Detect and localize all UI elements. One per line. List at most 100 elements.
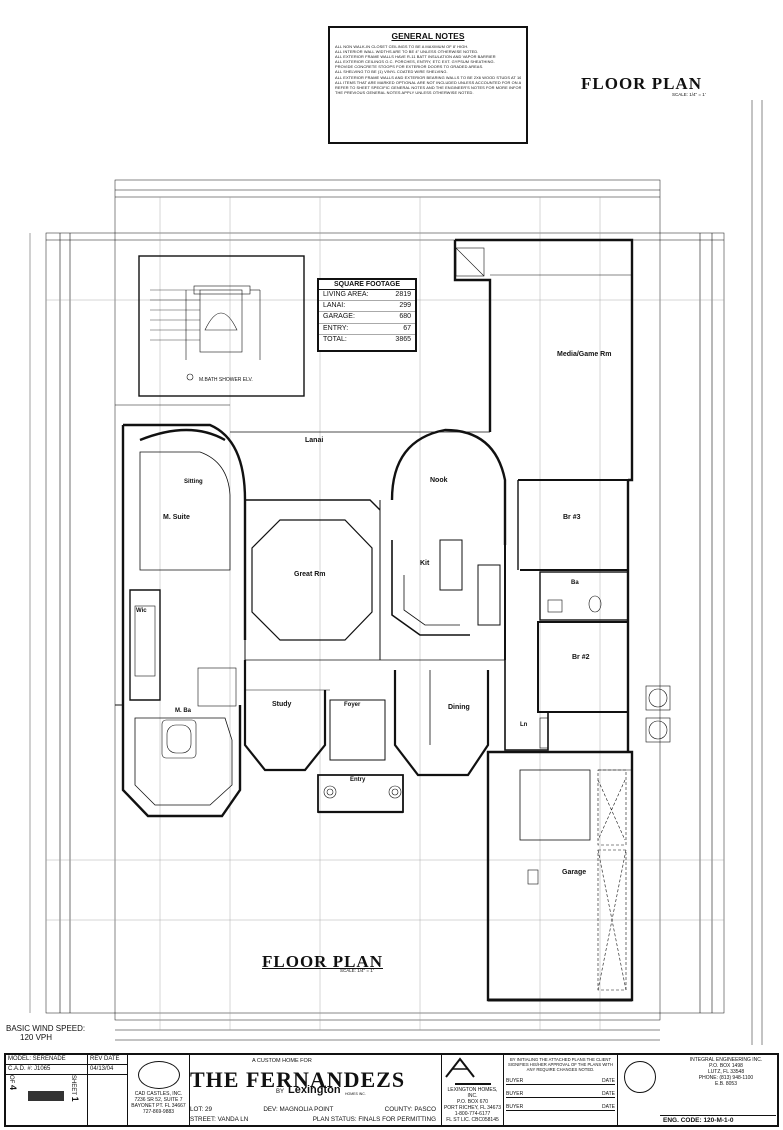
of-number: 4 — [8, 1085, 18, 1091]
builder-logo-sub: HOMES INC. — [345, 1092, 366, 1096]
general-note-line: ALL NON WALK-IN CLOSET CEILINGS TO BE A … — [335, 44, 469, 49]
project-info-row1: LOT: 29 DEV: MAGNOLIA POINT COUNTY: PASC… — [190, 1106, 436, 1113]
date-label: DATE — [602, 1078, 615, 1084]
sqft-label: TOTAL: — [323, 335, 347, 343]
engineer-code: ENG. CODE: 120-M-1-0 — [660, 1115, 776, 1125]
floor-plan-scale-bottom: SCALE: 1/4" = 1' — [340, 968, 374, 973]
room-entry-label: Entry — [350, 777, 366, 783]
room-wic-label: Wic — [136, 608, 147, 614]
title-block: MODEL: SERENADE C.A.D. #: J1065 OF 4 SHE… — [4, 1053, 779, 1127]
sqft-label: LANAI: — [323, 302, 346, 310]
sqft-value: 680 — [399, 313, 411, 321]
sheet-label: SHEET — [70, 1075, 76, 1095]
sqft-label: LIVING AREA: — [323, 291, 369, 298]
designer-phone: 727-869-9883 — [142, 1109, 175, 1115]
model-cell: MODEL: SERENADE C.A.D. #: J1065 OF 4 SHE… — [6, 1055, 88, 1125]
buyer-label: BUYER — [506, 1104, 524, 1110]
room-m-suite-label: M. Suite — [163, 514, 190, 521]
rev-date: 04/13/04 — [88, 1065, 127, 1075]
sqft-row: GARAGE: 680 — [319, 312, 415, 324]
square-footage-table: SQUARE FOOTAGE LIVING AREA: 2819 LANAI: … — [317, 278, 417, 352]
floor-plan-title-bottom: FLOOR PLAN — [262, 952, 383, 971]
engineer-city: LUTZ, FL 33548 — [707, 1069, 745, 1075]
general-note-line: ALL SHELVING TO BE (1) VINYL COATED WIRE… — [335, 69, 448, 75]
engineer-po-box: P.O. BOX 1498 — [709, 1063, 743, 1069]
room-lanai-label: Lanai — [305, 437, 323, 444]
wind-speed-note: BASIC WIND SPEED: 120 VPH — [6, 1024, 85, 1042]
builder-phone: 1-800-774-6177 — [454, 1111, 491, 1117]
builder-po-box: P.O. BOX 670 — [456, 1099, 489, 1105]
room-ln-label: Ln — [520, 722, 528, 728]
project-title: THE FERNANDEZS — [190, 1067, 406, 1092]
sqft-row: LANAI: 299 — [319, 301, 415, 313]
engineer-phone: PHONE: (813) 948-1100 — [698, 1075, 754, 1081]
floor-plan-drawing: Media/Game Rm Lanai Nook Sitting M. Suit… — [29, 100, 763, 1045]
sheet-graphic-icon — [28, 1091, 64, 1101]
room-great-rm-label: Great Rm — [294, 571, 326, 578]
plan-status-label: PLAN STATUS: FINALS FOR PERMITTING — [312, 1116, 436, 1123]
sqft-row: TOTAL: 3865 — [319, 335, 415, 345]
engineer-name: INTEGRAL ENGINEERING INC. — [689, 1057, 763, 1063]
room-br3-label: Br #3 — [563, 514, 581, 521]
builder-logo-text: Lexington — [288, 1084, 341, 1096]
room-nook-label: Nook — [430, 477, 448, 484]
sqft-row: LIVING AREA: 2819 — [319, 290, 415, 302]
general-note-line: ALL INTERIOR WALL WIDTHS ARE TO BE 4" UN… — [335, 49, 479, 55]
room-sitting-label: Sitting — [184, 479, 203, 485]
cad-castles-logo-icon — [137, 1061, 180, 1089]
engineer-fl: E.B. 8053 — [715, 1081, 737, 1087]
general-note-line: THE PREVIOUS GENERAL NOTES APPLY UNLESS … — [335, 89, 474, 95]
of-label: OF — [8, 1075, 14, 1084]
sqft-value: 2819 — [395, 291, 411, 298]
wind-speed-line1: BASIC WIND SPEED: — [6, 1024, 86, 1033]
general-note-line: ALL EXTERIOR CEILINGS O.C. PORCHES, ENTR… — [335, 59, 495, 65]
rev-cell: REV DATE 04/13/04 — [88, 1055, 128, 1125]
date-label: DATE — [602, 1104, 615, 1110]
general-notes-title: GENERAL NOTES — [391, 31, 465, 41]
approval-text: BY INITIALING THE ATTACHED PLANS THE CLI… — [507, 1057, 614, 1072]
cad-label: C.A.D. #: J1065 — [6, 1065, 87, 1075]
custom-home-label: A CUSTOM HOME FOR — [252, 1058, 312, 1064]
room-m-ba-label: M. Ba — [175, 708, 192, 714]
model-label: MODEL: SERENADE — [6, 1055, 87, 1065]
of-block: OF 4 — [8, 1075, 22, 1125]
room-dining-label: Dining — [448, 704, 470, 711]
project-cell — [190, 1055, 442, 1125]
lot-label: LOT: 29 — [190, 1106, 213, 1113]
sqft-value: 67 — [403, 324, 411, 332]
general-note-line: ALL EXTERIOR FRAME WALLS HAVE R-11 BATT … — [335, 54, 496, 60]
sqft-label: ENTRY: — [323, 324, 349, 332]
square-footage-title: SQUARE FOOTAGE — [319, 280, 415, 290]
dev-label: DEV: MAGNOLIA POINT — [263, 1106, 334, 1113]
sqft-value: 299 — [399, 302, 411, 310]
builder-address-name: LEXINGTON HOMES, INC. — [447, 1087, 498, 1099]
sheet-number: 1 — [70, 1096, 80, 1102]
approval-cell: BY INITIALING THE ATTACHED PLANS THE CLI… — [504, 1055, 618, 1125]
sqft-row: ENTRY: 67 — [319, 324, 415, 335]
designer-address2: BAYONET PT. FL 34667 — [131, 1103, 186, 1109]
floor-plan-title-top: FLOOR PLAN — [581, 74, 702, 93]
buyer-label: BUYER — [506, 1091, 524, 1097]
general-note-line: ALL EXTERIOR FRAME WALLS AND EXTERIOR BE… — [335, 74, 521, 80]
general-note-line: REFER TO SHEET SPECIFIC GENERAL NOTES AN… — [335, 84, 521, 90]
street-label: STREET: VANDA LN — [190, 1116, 249, 1123]
builder-license: FL ST LIC. CBC058145 — [446, 1117, 499, 1123]
sqft-value: 3865 — [395, 335, 411, 343]
general-notes-box: GENERAL NOTES ALL NON WALK-IN CLOSET CEI… — [328, 26, 528, 144]
shower-elevation-label: M.BATH SHOWER ELV. — [199, 377, 253, 383]
rev-date-label: REV DATE — [88, 1055, 127, 1065]
builder-logo-icon — [445, 1057, 491, 1085]
county-label: COUNTY: PASCO — [384, 1106, 436, 1113]
room-media-label: Media/Game Rm — [557, 351, 611, 358]
room-ba-label: Ba — [571, 580, 579, 586]
project-info-row2: STREET: VANDA LN PLAN STATUS: FINALS FOR… — [190, 1116, 436, 1123]
designer-cell: CAD CASTLES, INC. 7236 SR 52, SUITE 7 BA… — [128, 1055, 190, 1125]
sqft-label: GARAGE: — [323, 313, 355, 321]
room-foyer-label: Foyer — [344, 702, 361, 708]
room-br2-label: Br #2 — [572, 654, 590, 661]
engineer-cell: INTEGRAL ENGINEERING INC. P.O. BOX 1498 … — [618, 1055, 777, 1125]
date-label: DATE — [602, 1091, 615, 1097]
room-kit-label: Kit — [420, 560, 430, 567]
designer-address1: 7236 SR 52, SUITE 7 — [134, 1097, 183, 1103]
wind-speed-line2: 120 VPH — [20, 1033, 53, 1042]
